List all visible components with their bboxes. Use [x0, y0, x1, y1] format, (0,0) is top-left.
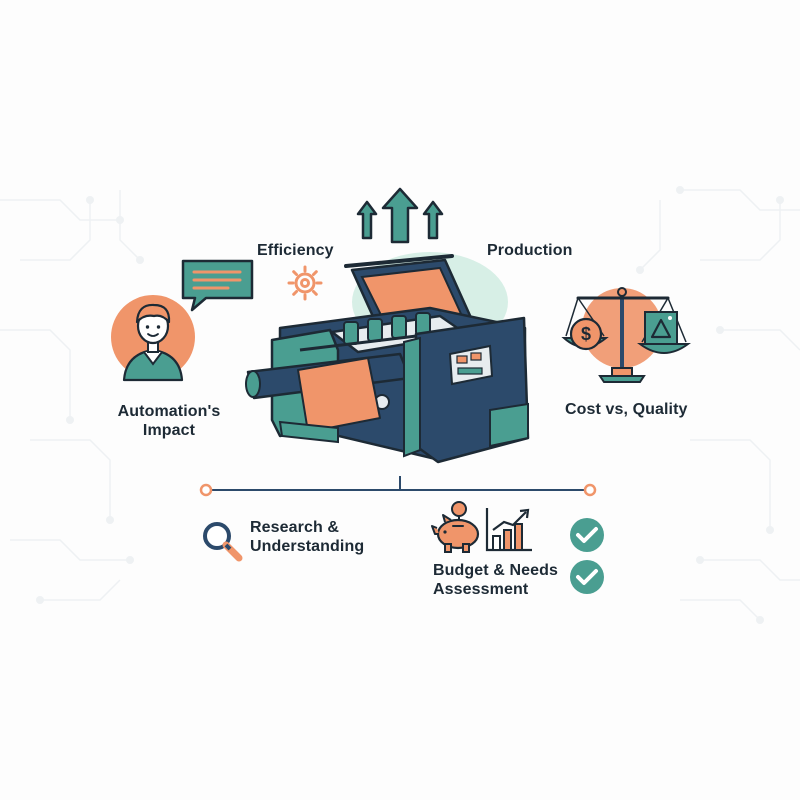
up-arrows-icon	[356, 187, 444, 244]
gear-icon	[287, 265, 323, 301]
budget-line-1: Budget & Needs	[433, 562, 558, 579]
quality-triangle-icon	[644, 311, 678, 345]
speech-bubble-icon	[181, 259, 254, 312]
check-icon	[570, 518, 604, 552]
budget-line-2: Assessment	[433, 581, 529, 598]
dollar-icon: $	[569, 317, 603, 351]
piggy-bank-icon	[431, 501, 480, 553]
research-line-2: Understanding	[250, 538, 365, 555]
efficiency-label: Efficiency	[257, 242, 334, 259]
person-icon	[111, 295, 195, 382]
printing-machine-illustration	[245, 252, 530, 464]
budget-needs-label: Budget & Needs Assessment	[433, 561, 558, 599]
production-label: Production	[487, 242, 573, 259]
research-understanding-label: Research & Understanding	[250, 518, 364, 556]
magnifying-glass-icon	[203, 522, 243, 562]
svg-text:$: $	[581, 324, 591, 344]
bar-chart-icon	[485, 508, 532, 552]
timeline-line	[199, 476, 597, 497]
check-icon	[570, 560, 604, 594]
automation-impact-label: Automation's Impact	[103, 402, 235, 440]
automation-impact-line-1: Automation's	[117, 403, 221, 420]
automation-impact-line-2: Impact	[142, 422, 196, 439]
research-line-1: Research &	[250, 519, 340, 536]
cost-vs-quality-label: Cost vs, Quality	[565, 401, 688, 418]
